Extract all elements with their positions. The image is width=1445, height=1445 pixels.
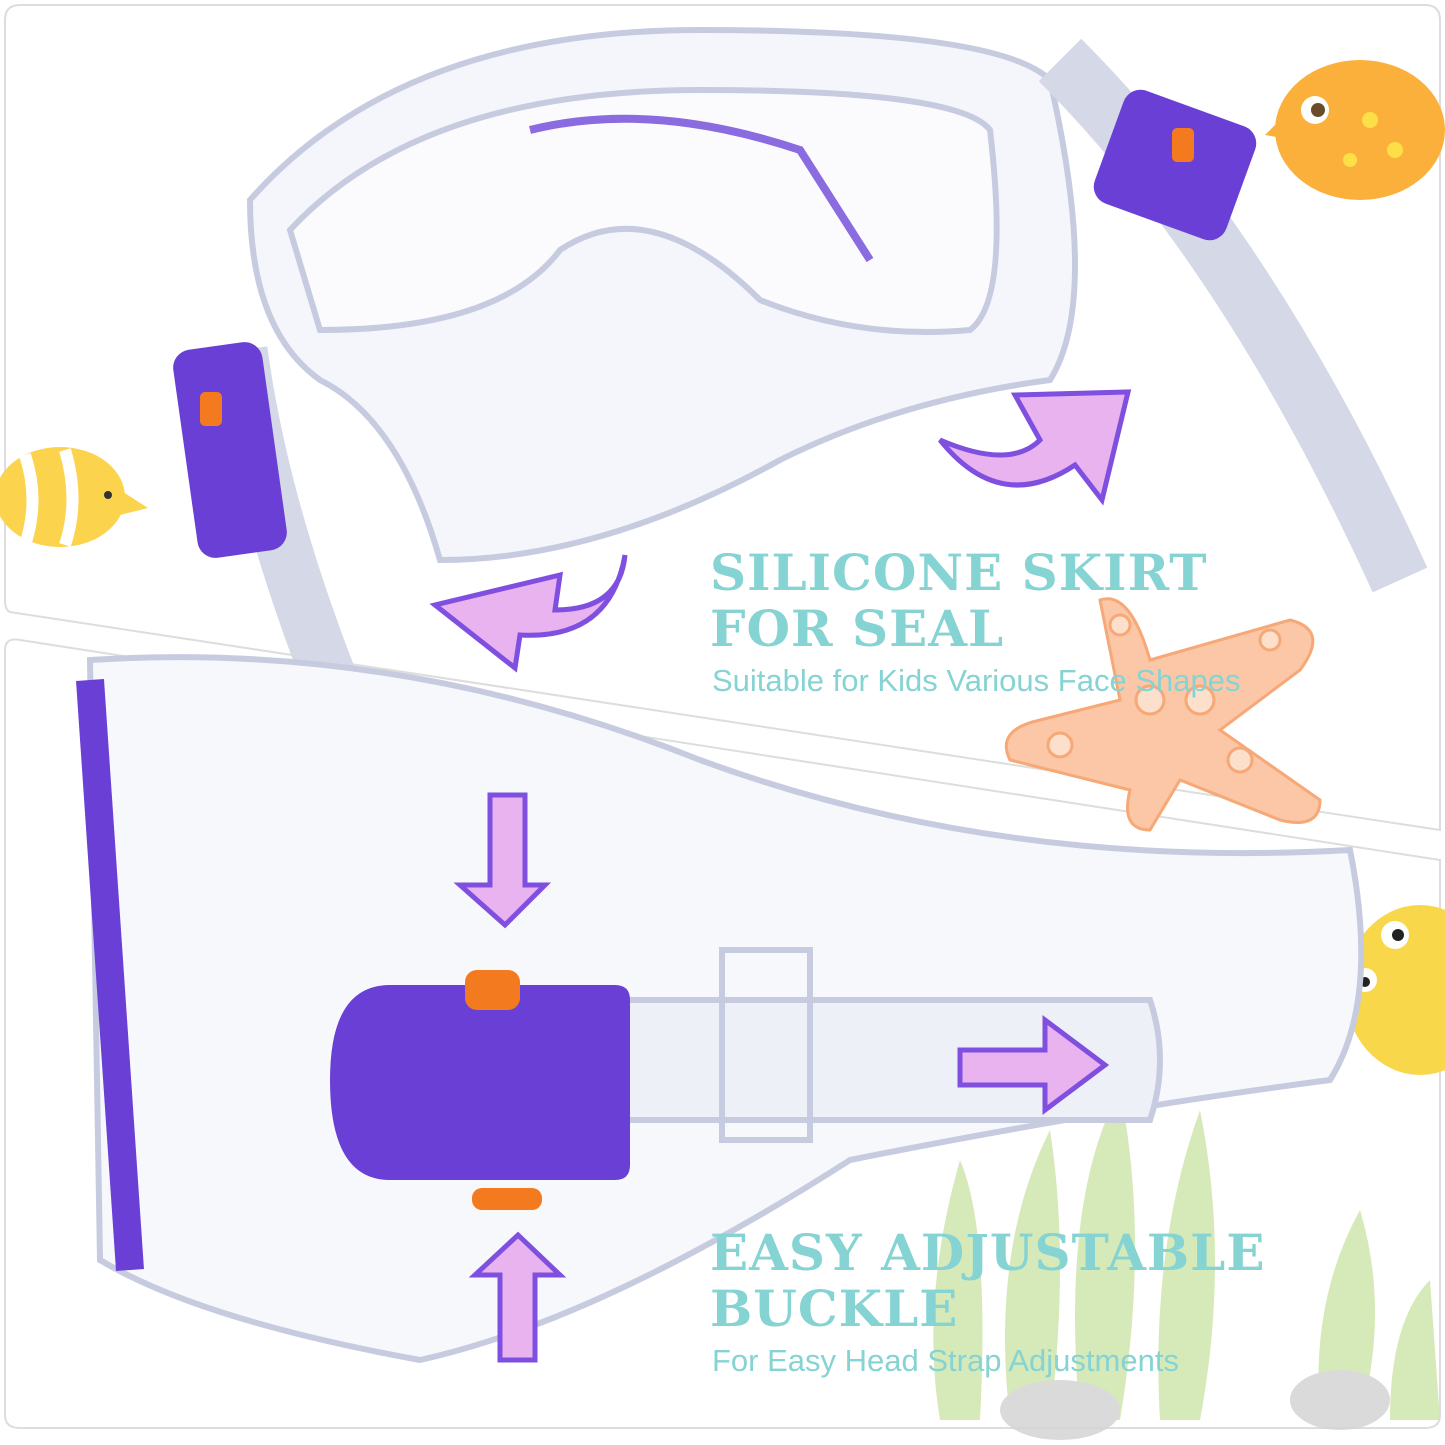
feature-2-title-line-1: EASY ADJUSTABLE (710, 1223, 1266, 1282)
striped-fish-decoration (0, 447, 148, 547)
feature-1-subtitle: Suitable for Kids Various Face Shapes (712, 663, 1241, 698)
top-buckle-left (173, 342, 287, 558)
seaweed-decoration (933, 1090, 1440, 1440)
arrow-icons (429, 389, 1132, 1363)
feature-1-title-line-1: SILICONE SKIRT (710, 543, 1208, 602)
feature-1-title-line-2: FOR SEAL (710, 599, 1005, 658)
yellow-fish-decoration (1345, 905, 1445, 1075)
starfish-decoration (1004, 597, 1322, 832)
orange-fish-decoration (1265, 60, 1445, 200)
top-buckle-right (1093, 89, 1257, 241)
feature-2-title: EASY ADJUSTABLE BUCKLE (710, 1225, 1265, 1337)
mask-side-view (76, 654, 1365, 1364)
feature-1-title: SILICONE SKIRT FOR SEAL (710, 545, 1207, 657)
feature-2-subtitle: For Easy Head Strap Adjustments (712, 1343, 1179, 1378)
feature-2-title-line-2: BUCKLE (710, 1279, 959, 1338)
side-buckle (330, 970, 630, 1210)
